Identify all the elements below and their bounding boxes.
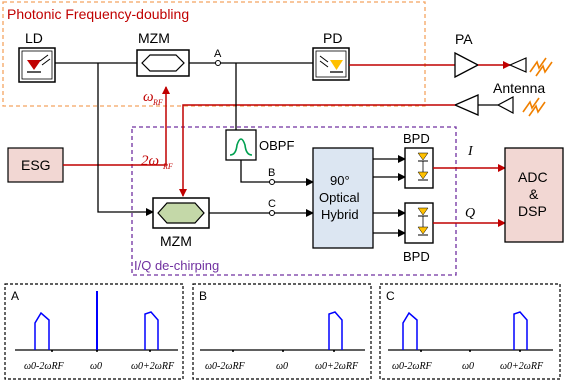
mzm-top-block [136,49,190,77]
antenna-label: Antenna [493,80,545,96]
tick-a-1: ω0-2ωRF [24,361,65,372]
obpf-label: OBPF [259,138,294,153]
wrf-main: ω [143,89,154,105]
esg-label: ESG [21,157,51,173]
spectrum-panel-a: A ω0-2ωRF ω0 ω0+2ωRF [4,283,184,380]
tick-b-1: ω0-2ωRF [205,361,246,372]
wrf-sub: RF [152,98,163,107]
hybrid-line-2: Optical [319,190,360,205]
bpd-bottom-label: BPD [403,249,430,264]
spectrum-c-label: C [386,289,395,303]
spectrum-c-lower-band [402,311,418,350]
i-label: I [467,144,474,159]
ld-label: LD [25,30,43,46]
hybrid-line-3: Hybrid [321,207,359,222]
adc-line-3: DSP [518,203,547,219]
photonic-region-title: Photonic Frequency-doubling [7,6,189,22]
tick-c-3: ω0+2ωRF [500,361,544,372]
laser-diode-icon [27,60,41,70]
spectrum-b-upper-band [328,311,343,350]
mzm-bottom-label: MZM [160,233,192,249]
q-label: Q [465,206,475,221]
pd-label: PD [323,30,342,46]
adc-dsp-block [504,147,564,243]
bpd-top-label: BPD [403,131,430,146]
optical-hybrid-block [312,147,374,249]
spectrum-panel-c: C ω0-2ωRF ω0 ω0+2ωRF [379,283,561,380]
bpd-top-block [404,147,434,189]
tick-b-2: ω0 [276,361,288,372]
bandpass-icon [229,138,253,156]
tick-c-2: ω0 [462,361,474,372]
two-wrf-main: 2ω [141,153,159,169]
mzm-top-label: MZM [138,30,170,46]
mzm-bottom-block [152,197,210,229]
photonic-region [2,1,426,107]
spectrum-b-label: B [199,289,207,303]
hybrid-line-1: 90° [330,173,350,188]
spectrum-panel-b: B ω0-2ωRF ω0 ω0+2ωRF [192,283,372,380]
point-c-label: C [268,198,276,210]
bpd-bottom-block [404,202,434,244]
photodiode-icon [330,60,343,70]
rx-antenna-icon [496,96,546,117]
two-wrf-sub: RF [162,162,173,171]
tick-a-3: ω0+2ωRF [131,361,175,372]
ld-block [18,47,56,83]
adc-line-2: & [529,186,539,202]
tick-c-1: ω0-2ωRF [392,361,433,372]
pa-label: PA [455,31,473,47]
pa-amplifier [454,51,480,79]
point-a-label: A [214,48,222,60]
spectrum-a-label: A [11,289,19,303]
tick-a-2: ω0 [90,361,102,372]
pd-block [312,47,350,81]
spectrum-a-lower-band [34,311,50,350]
dechirp-region-title: I/Q de-chirping [134,258,219,273]
dechirp-region [131,126,457,276]
adc-line-1: ADC [518,169,548,185]
lna-amplifier [453,94,479,116]
tx-antenna-icon [508,57,553,77]
spectrum-a-upper-band [144,311,159,350]
point-b-label: B [268,167,275,179]
spectrum-c-upper-band [513,311,528,350]
tick-b-3: ω0+2ωRF [315,361,359,372]
